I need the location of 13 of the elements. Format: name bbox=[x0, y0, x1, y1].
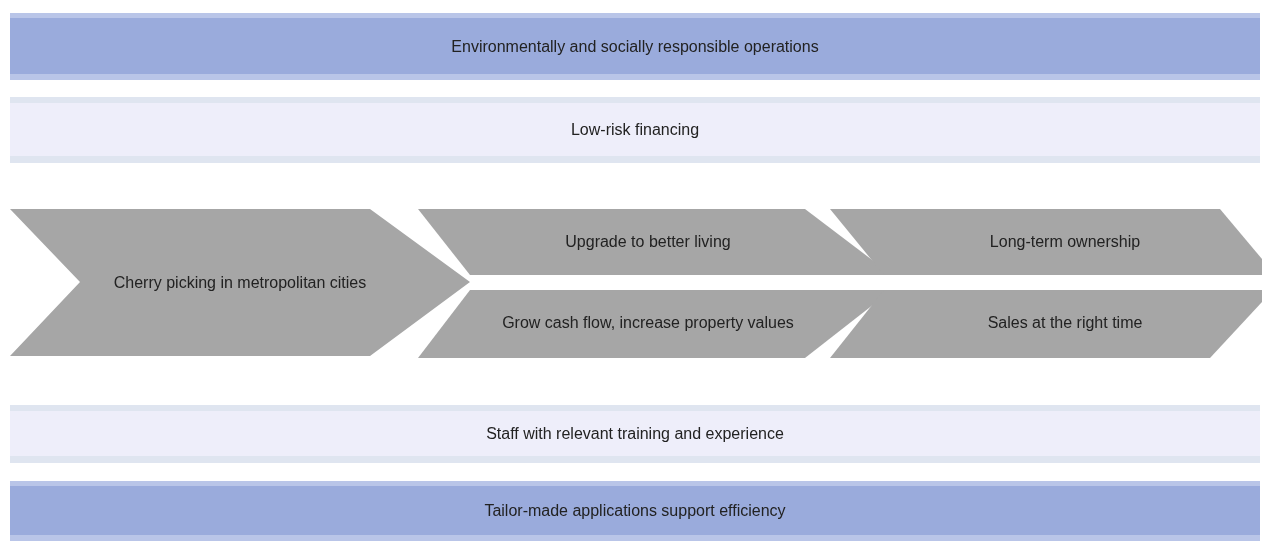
band-label: Low-risk financing bbox=[570, 120, 700, 140]
band bbox=[10, 97, 1260, 163]
band-label: Staff with relevant training and experience bbox=[486, 424, 784, 444]
step-label: Long-term ownership bbox=[989, 232, 1141, 252]
band bbox=[10, 405, 1260, 463]
step-label: Sales at the right time bbox=[987, 313, 1143, 333]
step-label: Cherry picking in metropolitan cities bbox=[113, 272, 367, 293]
band bbox=[10, 13, 1260, 80]
step-label: Grow cash flow, increase property values bbox=[502, 313, 794, 333]
band bbox=[10, 481, 1260, 541]
band-label: Environmentally and socially responsible operations bbox=[451, 36, 819, 57]
step-label: Upgrade to better living bbox=[565, 232, 731, 252]
band-label: Tailor-made applications support efficiency bbox=[484, 501, 786, 521]
